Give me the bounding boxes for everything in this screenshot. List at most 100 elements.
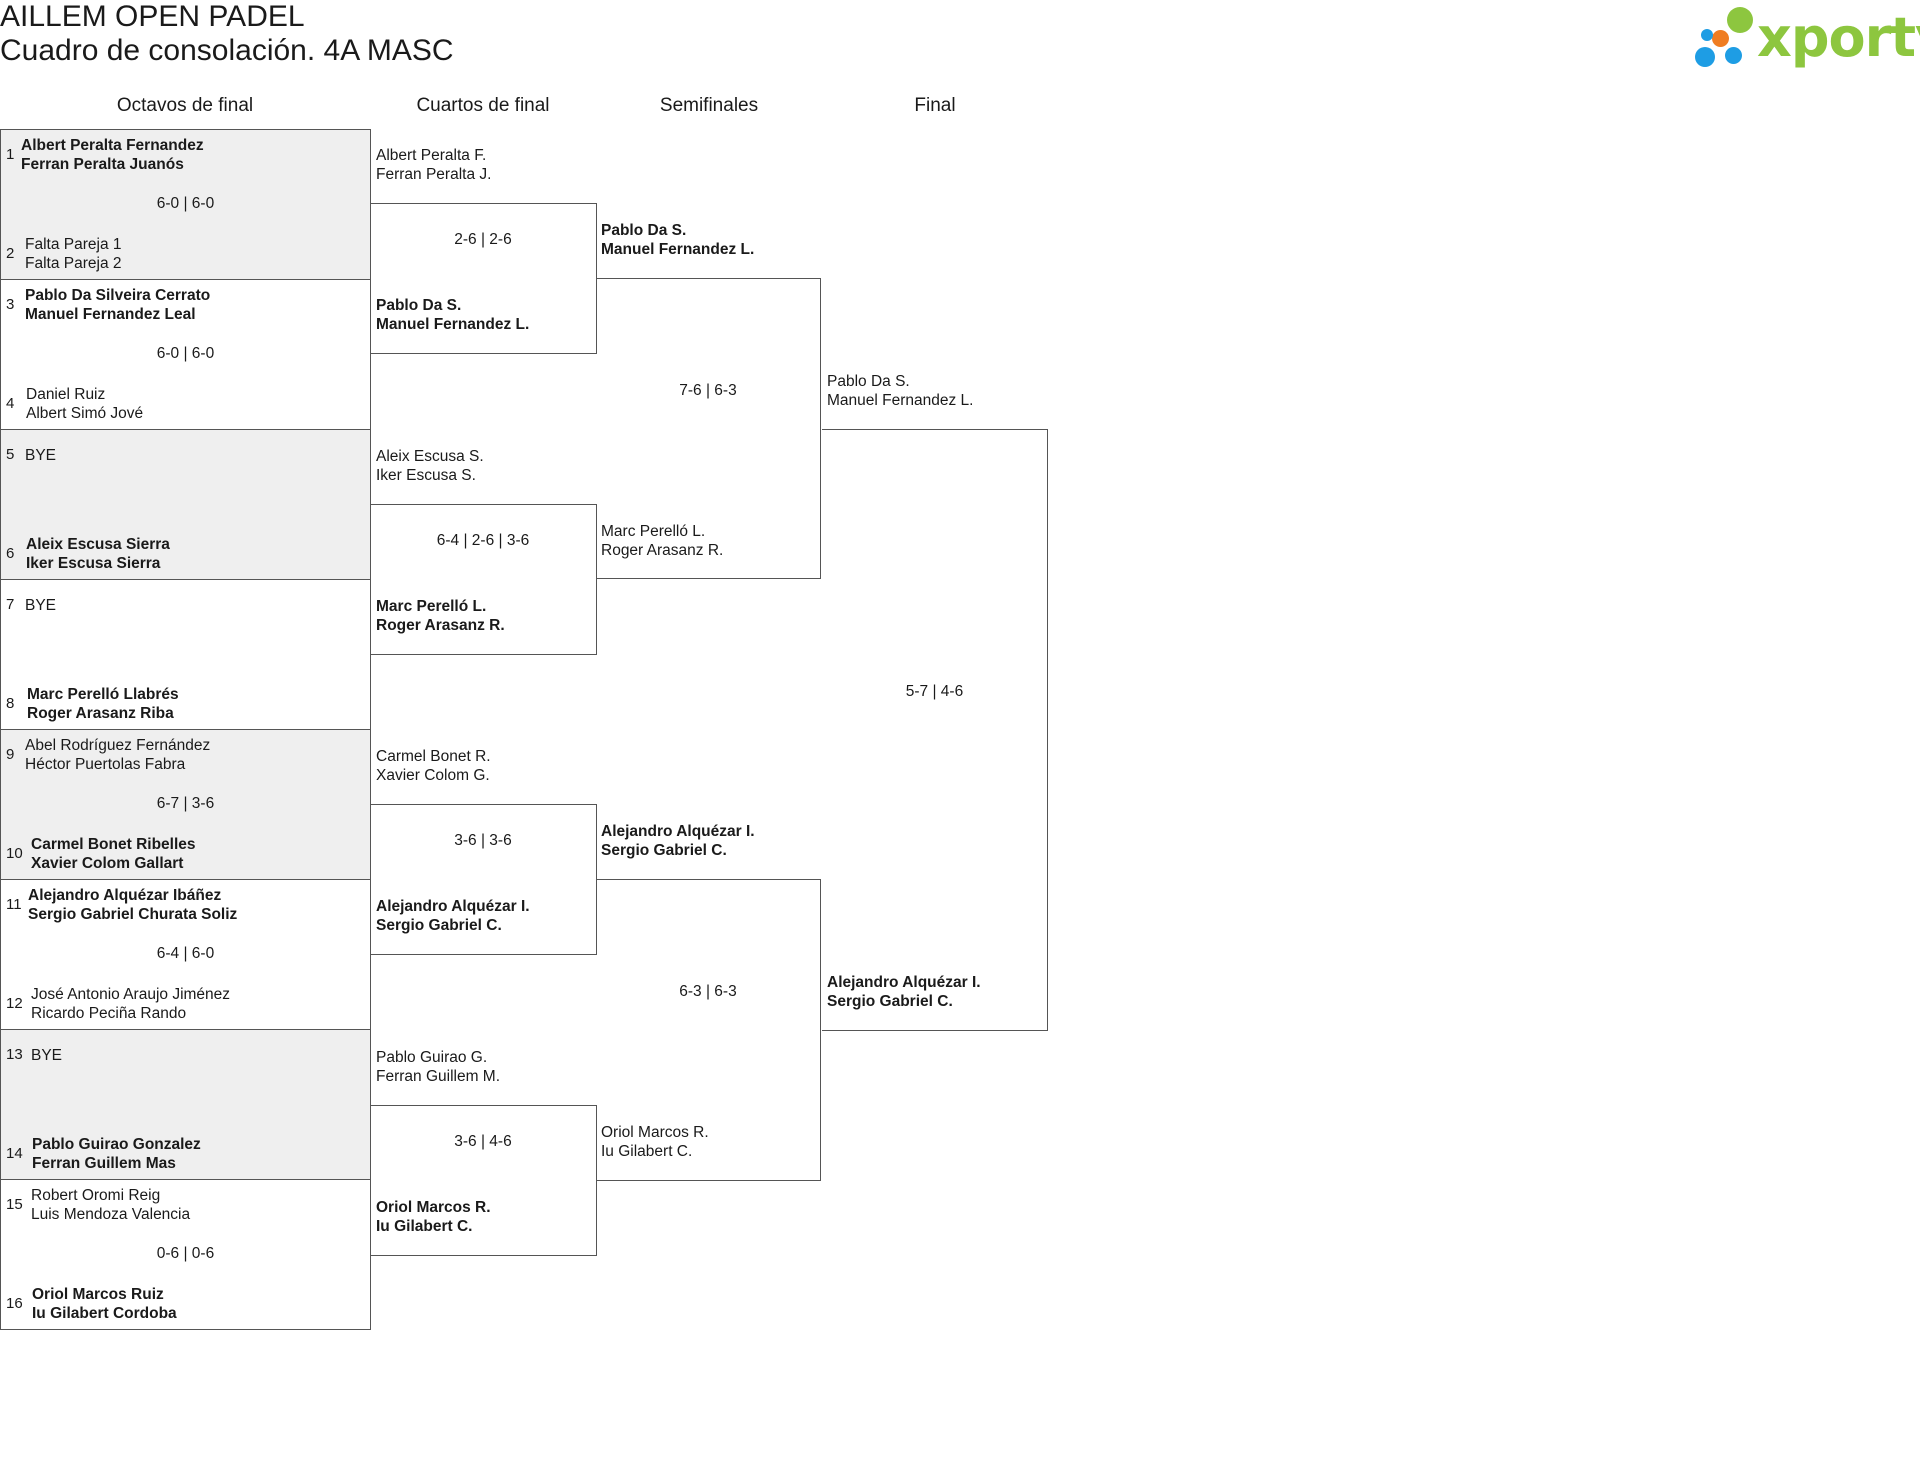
player-name: Falta Pareja 1 — [25, 236, 122, 253]
player-name: Iker Escusa Sierra — [26, 555, 161, 572]
player-name: Marc Perelló L. — [376, 598, 487, 615]
match-score: 6-0 | 6-0 — [156, 195, 215, 212]
seed-number: 13 — [6, 1046, 23, 1063]
player-name: Xavier Colom G. — [376, 767, 490, 784]
player-name: BYE — [25, 447, 57, 464]
r16-match-box: 13 BYE 14 Pablo Guirao Gonzalez Ferran G… — [0, 1029, 371, 1180]
player-name: Pablo Da S. — [827, 373, 910, 390]
seed-number: 16 — [6, 1295, 23, 1312]
seed-number: 9 — [6, 746, 15, 763]
seed-number: 4 — [6, 395, 15, 412]
player-name: Falta Pareja 2 — [25, 255, 122, 272]
player-name: Alejandro Alquézar I. — [827, 974, 981, 991]
sf-match-box — [596, 879, 821, 1181]
player-name: Ferran Guillem M. — [376, 1068, 501, 1085]
player-name: Manuel Fernandez L. — [376, 316, 530, 333]
match-score: 6-0 | 6-0 — [156, 345, 215, 362]
player-name: Sergio Gabriel Churata Soliz — [28, 906, 238, 923]
player-name: Marc Perelló Llabrés — [27, 686, 179, 703]
round-header-sf: Semifinales — [659, 95, 759, 116]
player-name: Alejandro Alquézar I. — [601, 823, 755, 840]
seed-number: 8 — [6, 695, 15, 712]
player-name: Aleix Escusa Sierra — [26, 536, 170, 553]
match-score: 6-4 | 2-6 | 3-6 — [436, 532, 530, 549]
player-name: Pablo Da S. — [376, 297, 462, 314]
player-name: Ferran Peralta J. — [376, 166, 492, 183]
logo-dot-green-icon — [1727, 7, 1753, 33]
player-name: Iu Gilabert Cordoba — [32, 1305, 177, 1322]
seed-number: 11 — [6, 896, 22, 913]
player-name: Pablo Guirao Gonzalez — [32, 1136, 201, 1153]
logo-dot-blue-small-icon — [1701, 29, 1713, 41]
seed-number: 2 — [6, 245, 15, 262]
round-header-final: Final — [914, 95, 956, 116]
player-name: Xavier Colom Gallart — [31, 855, 184, 872]
player-name: Manuel Fernandez L. — [827, 392, 974, 409]
player-name: Pablo Guirao G. — [376, 1049, 488, 1066]
final-match-box — [822, 429, 1048, 1031]
r16-match-box: 7 BYE 8 Marc Perelló Llabrés Roger Arasa… — [0, 579, 371, 730]
player-name: Héctor Puertolas Fabra — [25, 756, 186, 773]
match-score: 3-6 | 3-6 — [454, 832, 512, 849]
player-name: Abel Rodríguez Fernández — [25, 737, 211, 754]
match-score: 6-7 | 3-6 — [156, 795, 215, 812]
player-name: Ferran Guillem Mas — [32, 1155, 176, 1172]
r16-match-box: 11 Alejandro Alquézar Ibáñez Sergio Gabr… — [0, 879, 371, 1030]
match-score: 5-7 | 4-6 — [905, 683, 964, 700]
r16-match-box: 9 Abel Rodríguez Fernández Héctor Puerto… — [0, 729, 371, 880]
seed-number: 7 — [6, 596, 15, 613]
player-name: Sergio Gabriel C. — [601, 842, 727, 859]
seed-number: 10 — [6, 845, 23, 862]
player-name: Alejandro Alquézar I. — [376, 898, 530, 915]
seed-number: 5 — [6, 446, 15, 463]
sf-match-box — [596, 278, 821, 579]
seed-number: 6 — [6, 545, 15, 562]
player-name: Luis Mendoza Valencia — [31, 1206, 191, 1223]
player-name: Marc Perelló L. — [601, 523, 706, 540]
match-score: 7-6 | 6-3 — [679, 382, 737, 399]
logo-dot-orange-icon — [1712, 30, 1729, 47]
match-score: 6-3 | 6-3 — [679, 983, 737, 1000]
player-name: Iu Gilabert C. — [376, 1218, 473, 1235]
match-score: 0-6 | 0-6 — [156, 1245, 215, 1262]
round-header-r16: Octavos de final — [116, 95, 254, 116]
match-score: 3-6 | 4-6 — [454, 1133, 512, 1150]
player-name: BYE — [25, 597, 57, 614]
player-name: Ricardo Peciña Rando — [31, 1005, 187, 1022]
player-name: Pablo Da S. — [601, 222, 687, 239]
logo-dot-blue-large-icon — [1695, 47, 1715, 67]
player-name: Sergio Gabriel C. — [827, 993, 953, 1010]
player-name: Roger Arasanz R. — [376, 617, 505, 634]
player-name: Sergio Gabriel C. — [376, 917, 502, 934]
player-name: Albert Peralta Fernandez — [21, 137, 204, 154]
player-name: Albert Peralta F. — [376, 147, 487, 164]
match-score: 6-4 | 6-0 — [156, 945, 215, 962]
player-name: Daniel Ruiz — [26, 386, 106, 403]
player-name: Oriol Marcos R. — [601, 1124, 709, 1141]
player-name: José Antonio Araujo Jiménez — [31, 986, 231, 1003]
player-name: Roger Arasanz Riba — [27, 705, 174, 722]
player-name: Albert Simó Jové — [26, 405, 144, 422]
seed-number: 3 — [6, 296, 15, 313]
player-name: Manuel Fernandez Leal — [25, 306, 196, 323]
match-score: 2-6 | 2-6 — [454, 231, 512, 248]
r16-match-box: 5 BYE 6 Aleix Escusa Sierra Iker Escusa … — [0, 429, 371, 580]
player-name: Ferran Peralta Juanós — [21, 156, 184, 173]
logo-text: xporty — [1757, 6, 1920, 69]
player-name: Carmel Bonet Ribelles — [31, 836, 196, 853]
seed-number: 12 — [6, 995, 23, 1012]
player-name: Pablo Da Silveira Cerrato — [25, 287, 211, 304]
r16-match-box: 3 Pablo Da Silveira Cerrato Manuel Ferna… — [0, 279, 371, 430]
seed-number: 14 — [6, 1145, 23, 1162]
player-name: Oriol Marcos Ruiz — [32, 1286, 164, 1303]
player-name: Aleix Escusa S. — [376, 448, 484, 465]
player-name: BYE — [31, 1047, 63, 1064]
draw-subtitle: Cuadro de consolación. 4A MASC — [0, 34, 454, 67]
r16-match-box: 15 Robert Oromi Reig Luis Mendoza Valenc… — [0, 1179, 371, 1330]
logo-dot-blue-mid-icon — [1725, 47, 1742, 64]
player-name: Alejandro Alquézar Ibáñez — [28, 887, 222, 904]
tournament-title: AILLEM OPEN PADEL — [0, 0, 305, 33]
seed-number: 15 — [6, 1196, 23, 1213]
r16-match-box: 1 Albert Peralta Fernandez Ferran Peralt… — [0, 129, 371, 280]
player-name: Iu Gilabert C. — [601, 1143, 693, 1160]
